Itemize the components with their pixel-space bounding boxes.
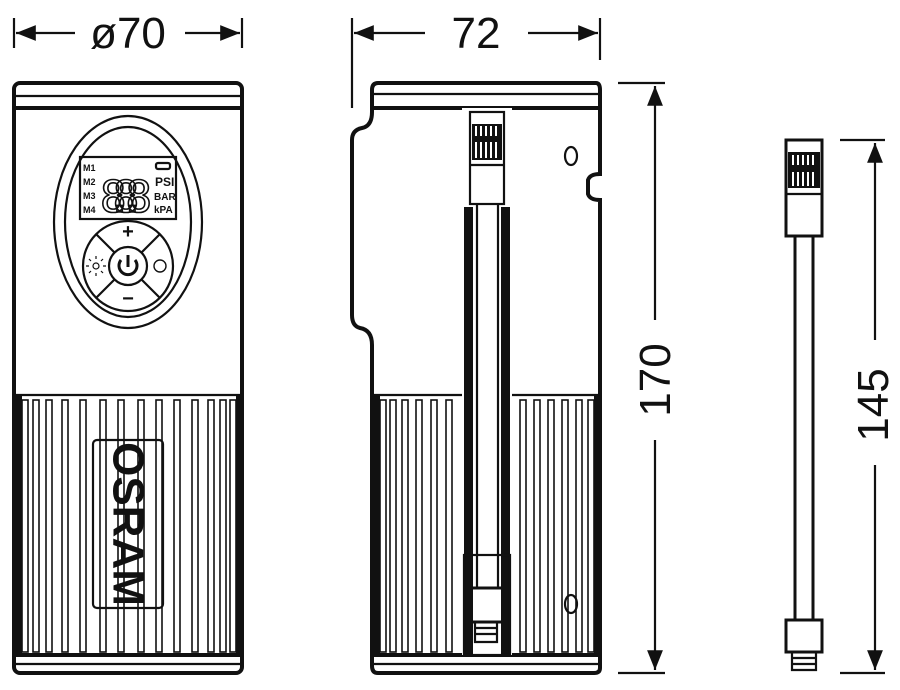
memory-m3: M3 [83, 191, 96, 201]
rib [445, 399, 453, 653]
light-icon[interactable] [86, 256, 106, 276]
brand-badge [91, 438, 165, 610]
rib [561, 399, 569, 653]
rib [389, 399, 397, 653]
side-ribs [372, 395, 600, 655]
stored-hose [467, 110, 506, 644]
rib [173, 399, 181, 653]
front-ribs [14, 395, 242, 655]
rib [45, 399, 53, 653]
control-panel-outer [52, 114, 204, 330]
side-hole-top [563, 145, 579, 167]
edge-shade [14, 395, 22, 655]
rib [137, 399, 145, 653]
rib [401, 399, 409, 653]
height-dimension: 170 [618, 81, 680, 675]
rib [519, 399, 527, 653]
rib [587, 399, 595, 653]
depth-label: 72 [452, 9, 501, 58]
edge-shade [236, 395, 242, 655]
depth-dimension: 72 [350, 9, 602, 108]
rib [575, 399, 583, 653]
hose-detail [784, 138, 824, 672]
unit-bar: BAR [154, 192, 176, 203]
battery-icon [154, 161, 172, 171]
unit-psi: PSI [155, 175, 174, 189]
rib [155, 399, 163, 653]
rib [99, 399, 107, 653]
edge-shade [594, 395, 600, 655]
minus-button[interactable]: − [122, 288, 134, 310]
rib [415, 399, 423, 653]
power-icon [117, 259, 139, 277]
control-panel-inner [63, 125, 193, 319]
rib [117, 399, 125, 653]
mode-icon[interactable] [153, 259, 167, 273]
diameter-label: ø70 [90, 9, 166, 58]
rib [191, 399, 199, 653]
hose-length-dimension: 145 [840, 138, 898, 675]
rib [207, 399, 215, 653]
memory-m2: M2 [83, 177, 96, 187]
side-hole-bottom [563, 593, 579, 615]
rib [21, 399, 29, 653]
memory-m4: M4 [83, 205, 96, 215]
height-label: 170 [631, 343, 680, 416]
rib [32, 399, 40, 653]
hose-length-label: 145 [849, 368, 898, 441]
rib [229, 399, 237, 653]
rib [61, 399, 69, 653]
rib [379, 399, 387, 653]
rib [219, 399, 227, 653]
unit-kpa: kPA [154, 205, 173, 216]
rib [430, 399, 438, 653]
diameter-dimension: ø70 [12, 9, 244, 58]
plus-button[interactable]: + [122, 221, 134, 243]
lcd-digits: 8.8.8 [100, 172, 152, 223]
brand-logo: OSRAM [104, 442, 153, 606]
side-view [350, 81, 602, 675]
rib [533, 399, 541, 653]
front-view: OSRAM M1 M2 M3 M4 8.8.8 PSI BAR kPA + − [12, 81, 244, 675]
power-button[interactable] [107, 245, 149, 287]
memory-m1: M1 [83, 163, 96, 173]
edge-shade [372, 395, 380, 655]
lcd-screen [78, 155, 178, 221]
rib [79, 399, 87, 653]
rib [547, 399, 555, 653]
button-pad[interactable]: + − [81, 219, 175, 313]
